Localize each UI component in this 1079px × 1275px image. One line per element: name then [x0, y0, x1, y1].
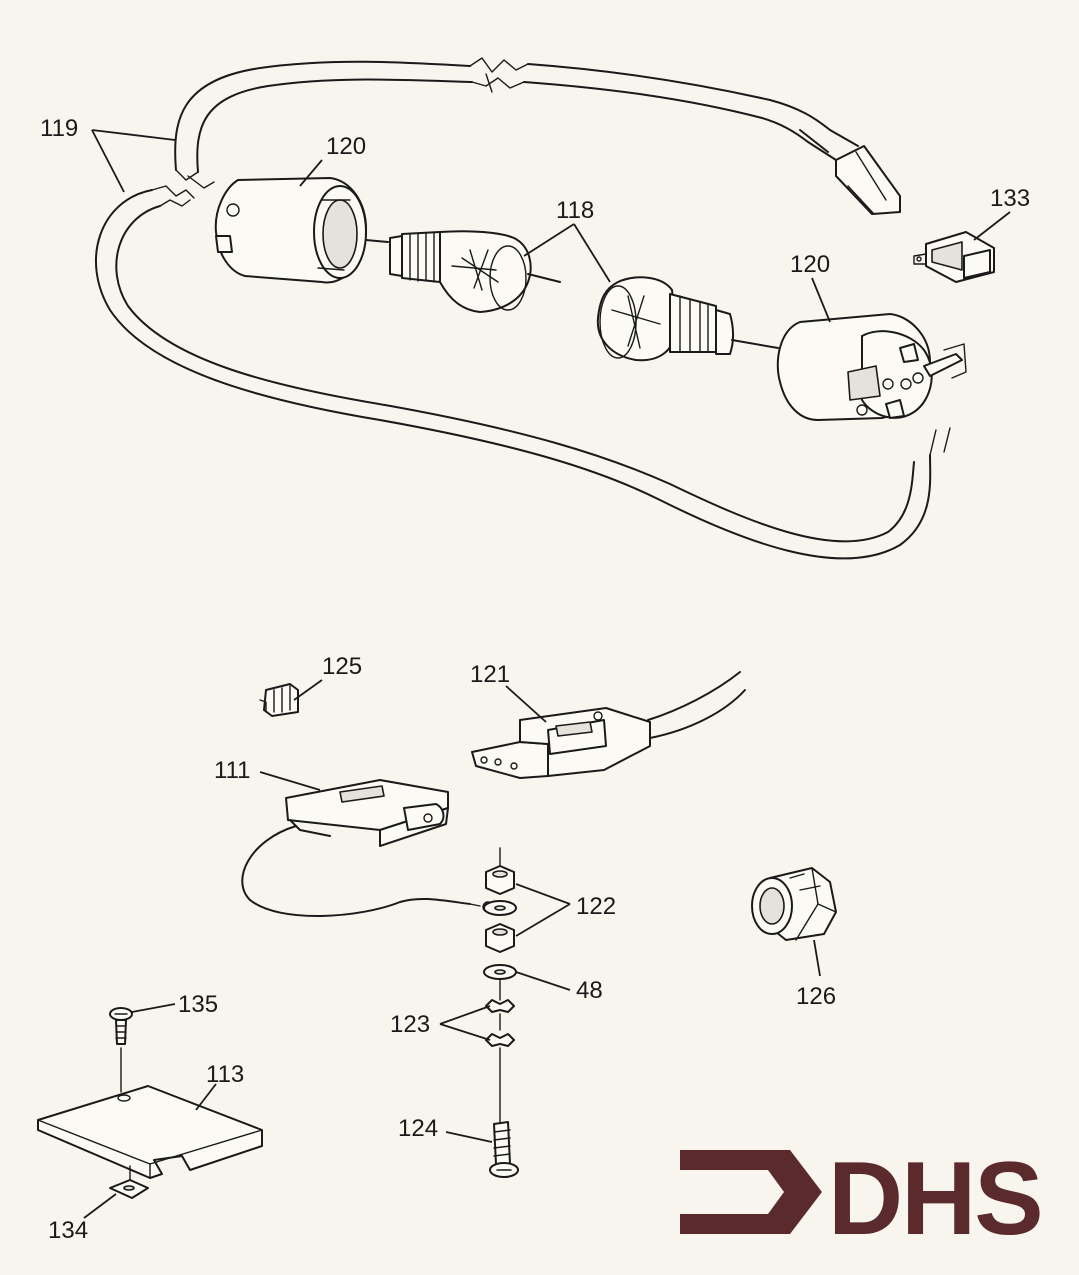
leader-lines: [83, 129, 1011, 1219]
part-labels: 119 120 118 133 120 125 121 111 122 48 1…: [40, 115, 1030, 1244]
label-124: 124: [398, 1115, 438, 1142]
label-135: 135: [178, 991, 218, 1018]
lower-assembly: [37, 671, 837, 1199]
logo-wordmark: DHS: [828, 1141, 1042, 1257]
label-122: 122: [576, 893, 616, 920]
clip-125: [259, 683, 299, 717]
label-126: 126: [796, 983, 836, 1010]
label-119: 119: [40, 115, 78, 142]
plate-113: [37, 1085, 263, 1179]
dhs-logo: DHS: [680, 1141, 1044, 1257]
bulb-118-left: [365, 230, 561, 313]
label-118: 118: [556, 197, 594, 224]
cable-119-upper: [174, 57, 901, 215]
label-111: 111: [214, 757, 250, 784]
screw-135: [109, 1007, 133, 1093]
label-113: 113: [206, 1061, 244, 1088]
hardware-stack: [483, 847, 519, 1178]
bulb-118-right: [596, 276, 779, 362]
grommet-126: [751, 867, 837, 941]
cable-119-lower: [95, 185, 951, 560]
label-120-right: 120: [790, 251, 830, 278]
label-134: 134: [48, 1217, 88, 1244]
upper-assembly: [95, 57, 995, 560]
part-111: [241, 779, 494, 918]
label-48: 48: [576, 977, 603, 1004]
socket-120-right: [776, 313, 967, 421]
label-133: 133: [990, 185, 1030, 212]
label-120-left: 120: [326, 133, 366, 160]
label-125: 125: [322, 653, 362, 680]
logo-arrow-mark: [680, 1150, 822, 1234]
clip-134: [109, 1165, 149, 1199]
switch-133: [913, 231, 995, 283]
label-123: 123: [390, 1011, 430, 1038]
socket-120-left: [214, 177, 368, 284]
connector-121: [471, 671, 746, 779]
label-121: 121: [470, 661, 510, 688]
